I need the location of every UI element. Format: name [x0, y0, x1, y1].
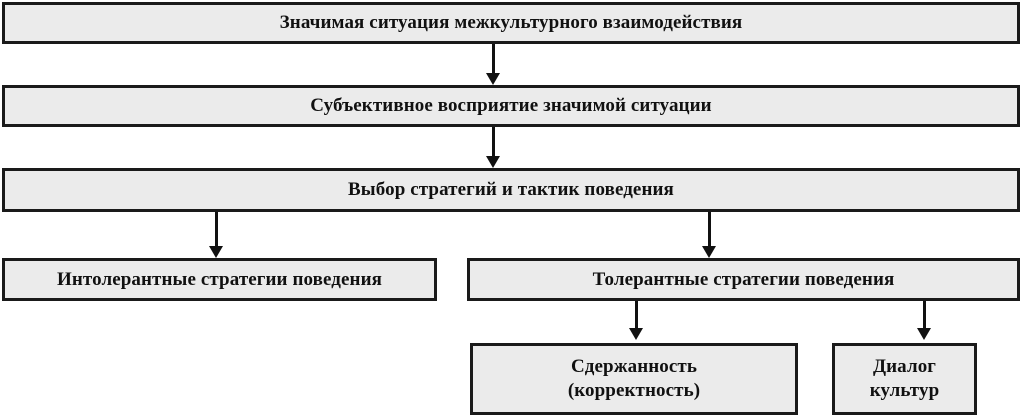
node-label: Субъективное восприятие значимой ситуаци… — [310, 95, 712, 117]
arrow-head-icon — [917, 328, 931, 340]
connector-line — [923, 301, 926, 330]
arrow-head-icon — [702, 246, 716, 258]
connector-line — [215, 212, 218, 248]
node-label: Значимая ситуация межкультурного взаимод… — [279, 12, 743, 34]
node-tolerant-strategies: Толерантные стратегии поведения — [467, 258, 1020, 301]
node-subjective-perception: Субъективное восприятие значимой ситуаци… — [2, 85, 1020, 127]
connector-line — [492, 44, 495, 75]
node-label: Выбор стратегий и тактик поведения — [348, 179, 674, 201]
arrow-head-icon — [629, 328, 643, 340]
arrow-head-icon — [209, 246, 223, 258]
connector-line — [492, 127, 495, 158]
node-intolerant-strategies: Интолерантные стратегии поведения — [2, 258, 437, 301]
node-dialogue-of-cultures: Диалог культур — [832, 343, 977, 415]
connector-line — [635, 301, 638, 330]
connector-line — [708, 212, 711, 248]
node-label: Сдержанность (корректность) — [567, 356, 701, 401]
node-restraint-correctness: Сдержанность (корректность) — [470, 343, 798, 415]
arrow-head-icon — [486, 156, 500, 168]
node-label: Интолерантные стратегии поведения — [56, 268, 382, 290]
arrow-head-icon — [486, 73, 500, 85]
node-label: Толерантные стратегии поведения — [592, 268, 895, 290]
node-label: Диалог культур — [869, 356, 940, 401]
node-significant-situation: Значимая ситуация межкультурного взаимод… — [2, 2, 1020, 44]
node-strategy-choice: Выбор стратегий и тактик поведения — [2, 168, 1020, 212]
